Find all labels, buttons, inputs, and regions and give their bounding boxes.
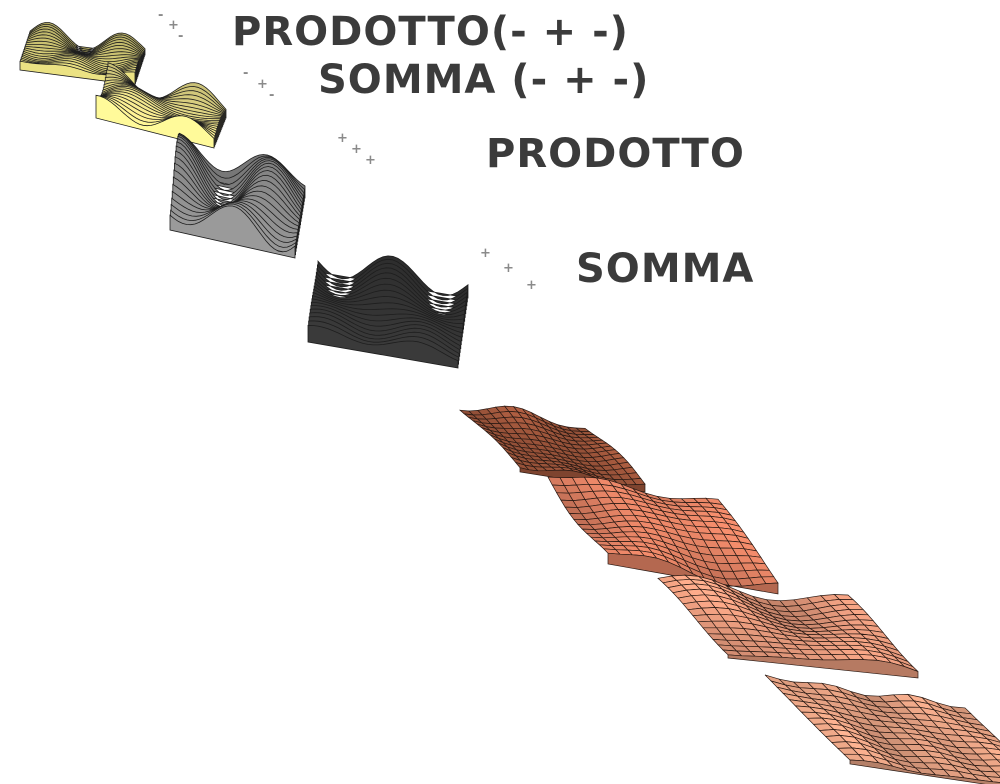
surface-peach-cell (985, 776, 1000, 783)
surface-peach-cell (994, 771, 1000, 778)
label-sum-signed: SOMMA (- + -) (318, 57, 650, 103)
surface-peach-cell (996, 759, 1000, 764)
label-sum: SOMMA (576, 246, 755, 292)
sign-marker: + (337, 131, 348, 146)
surface-salmon-light-edge (727, 654, 919, 679)
surface-gray (169, 132, 306, 259)
label-product: PRODOTTO (486, 131, 745, 177)
surface-gray-slice (169, 205, 296, 259)
label-product-signed: PRODOTTO(- + -) (232, 9, 629, 55)
surface-yellow-light (95, 62, 227, 149)
sign-marker: - (269, 88, 274, 103)
surface-salmon-light (657, 574, 919, 679)
sign-marker: - (243, 66, 248, 81)
surface-peach-cell (980, 733, 1000, 743)
surface-peach-cell (988, 765, 1000, 773)
surface-peach-cell (983, 747, 1000, 756)
surface-peach-cell (990, 753, 1000, 761)
surface-salmon (547, 476, 779, 595)
surface-peach-cell (982, 759, 1000, 767)
surface-peach (764, 674, 1000, 784)
sign-marker: - (158, 8, 163, 23)
surface-peach-edge (849, 759, 1000, 784)
sign-marker: + (503, 261, 514, 276)
sign-marker: + (168, 18, 179, 33)
surface-peach-cell (986, 738, 1000, 747)
sign-marker: + (257, 77, 268, 92)
surface-yellow-light-slice (95, 94, 215, 149)
sign-marker: + (351, 142, 362, 157)
surface-black (307, 255, 469, 369)
surface-peach-cell (992, 743, 1000, 751)
sign-marker: + (365, 153, 376, 168)
sign-marker: + (480, 246, 491, 261)
sign-marker: + (526, 278, 537, 293)
sign-marker: - (178, 29, 183, 44)
surface-peach-cell (979, 770, 1000, 778)
surface-black-slice (307, 324, 459, 369)
